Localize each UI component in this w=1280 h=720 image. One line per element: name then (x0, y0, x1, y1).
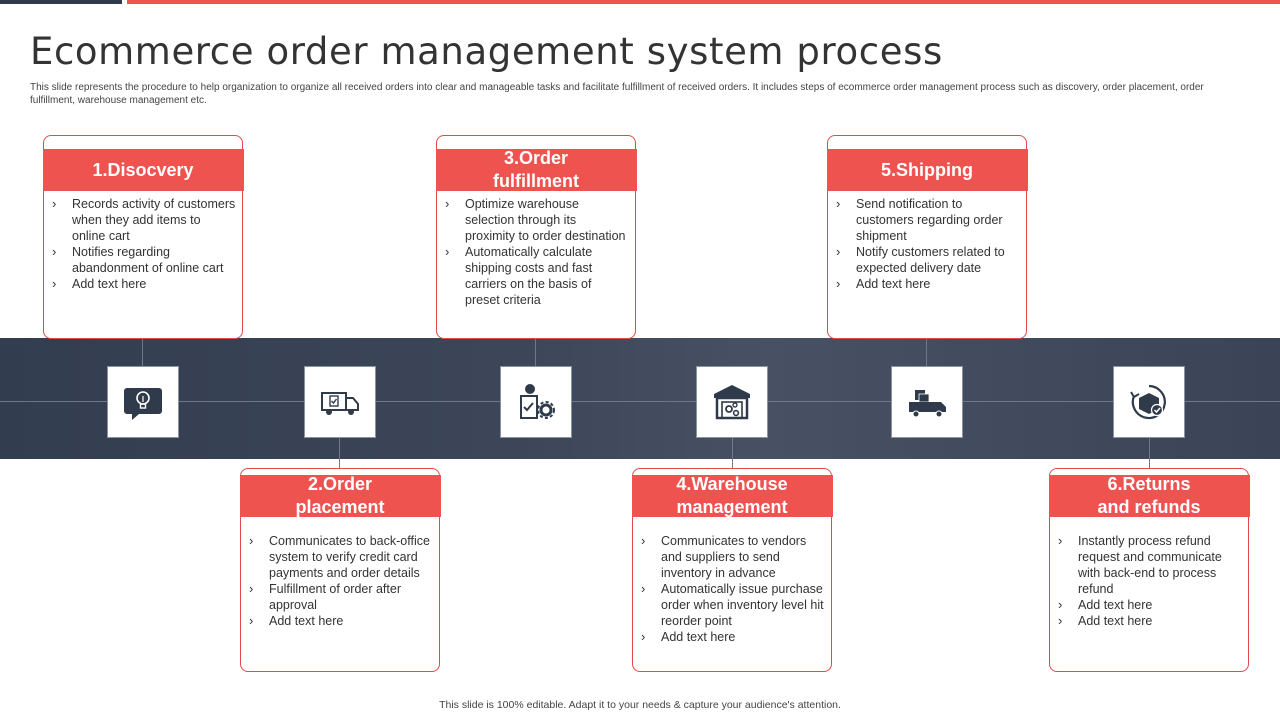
warehouse-icon (714, 385, 750, 420)
bullet-list: Instantly process refund request and com… (1058, 533, 1242, 629)
lightbulb-chat-icon (124, 388, 162, 420)
heading-line-1: 4.Warehouse (676, 474, 788, 494)
bullet-item: Instantly process refund request and com… (1058, 533, 1242, 597)
step-card-warehouse-management: 4.Warehouse management Communicates to v… (631, 468, 833, 672)
step-4-icon-box (696, 366, 768, 438)
bullet-list: Optimize warehouse selection through its… (445, 196, 629, 308)
heading-line-2: management (676, 497, 788, 517)
bullet-item: Add text here (52, 276, 236, 292)
step-card-heading: 5.Shipping (826, 149, 1028, 191)
bullet-item: Add text here (1058, 597, 1242, 613)
heading-line-2: placement (295, 497, 385, 517)
step-6-icon-box (1113, 366, 1185, 438)
heading-line-1: 1.Disocvery (92, 159, 194, 180)
step-1-icon-box (107, 366, 179, 438)
bullet-list: Communicates to vendors and suppliers to… (641, 533, 825, 645)
bullet-item: Automatically issue purchase order when … (641, 581, 825, 629)
bullet-item: Add text here (836, 276, 1020, 292)
heading-line-1: 6.Returns (1107, 474, 1191, 494)
user-settings-icon (520, 384, 555, 419)
bullet-item: Fulfillment of order after approval (249, 581, 433, 613)
step-5-icon-box (891, 366, 963, 438)
step-2-icon-box (304, 366, 376, 438)
bullet-item: Optimize warehouse selection through its… (445, 196, 629, 244)
heading-line-1: 3.Order (503, 148, 569, 168)
step-card-shipping: 5.Shipping Send notification to customer… (826, 135, 1028, 339)
step-card-heading: 3.Order fulfillment (435, 148, 637, 191)
timeline-connector (0, 401, 1280, 402)
bullet-item: Add text here (1058, 613, 1242, 629)
top-accent-bar-dark (0, 0, 122, 4)
step-3-icon-box (500, 366, 572, 438)
connector-step-6 (1149, 438, 1150, 468)
bullet-item: Communicates to vendors and suppliers to… (641, 533, 825, 581)
bullet-list: Send notification to customers regarding… (836, 196, 1020, 292)
bullet-item: Add text here (641, 629, 825, 645)
step-card-discovery: 1.Disocvery Records activity of customer… (42, 135, 244, 339)
timeline-band (0, 338, 1280, 459)
shipping-truck-icon (909, 390, 946, 418)
connector-step-4 (732, 438, 733, 468)
connector-step-3 (535, 338, 536, 366)
bullet-item: Send notification to customers regarding… (836, 196, 1020, 244)
heading-line-2: fulfillment (493, 171, 579, 191)
bullet-item: Add text here (249, 613, 433, 629)
connector-step-2 (339, 438, 340, 468)
bullet-list: Records activity of customers when they … (52, 196, 236, 292)
delivery-truck-icon (321, 392, 359, 415)
step-card-heading: 1.Disocvery (42, 149, 244, 191)
bullet-item: Records activity of customers when they … (52, 196, 236, 244)
step-card-heading: 4.Warehouse management (631, 474, 833, 517)
footer-note: This slide is 100% editable. Adapt it to… (439, 699, 841, 711)
connector-step-1 (142, 338, 143, 366)
bullet-item: Notifies regarding abandonment of online… (52, 244, 236, 276)
bullet-item: Communicates to back-office system to ve… (249, 533, 433, 581)
heading-line-1: 2.Order (307, 474, 372, 494)
bullet-list: Communicates to back-office system to ve… (249, 533, 433, 629)
page-subtitle: This slide represents the procedure to h… (30, 82, 1204, 106)
step-card-heading: 2.Order placement (239, 474, 441, 517)
heading-line-2: and refunds (1097, 497, 1201, 517)
step-card-order-placement: 2.Order placement Communicates to back-o… (239, 468, 441, 672)
return-box-icon (1130, 384, 1166, 420)
step-card-heading: 6.Returns and refunds (1048, 474, 1250, 517)
bullet-item: Notify customers related to expected del… (836, 244, 1020, 276)
step-card-returns-refunds: 6.Returns and refunds Instantly process … (1048, 468, 1250, 672)
page-title: Ecommerce order management system proces… (30, 30, 943, 73)
top-accent-bar-red (127, 0, 1280, 4)
step-card-order-fulfillment: 3.Order fulfillment Optimize warehouse s… (435, 135, 637, 339)
bullet-item: Automatically calculate shipping costs a… (445, 244, 629, 308)
heading-line-1: 5.Shipping (881, 159, 973, 180)
connector-step-5 (926, 338, 927, 366)
